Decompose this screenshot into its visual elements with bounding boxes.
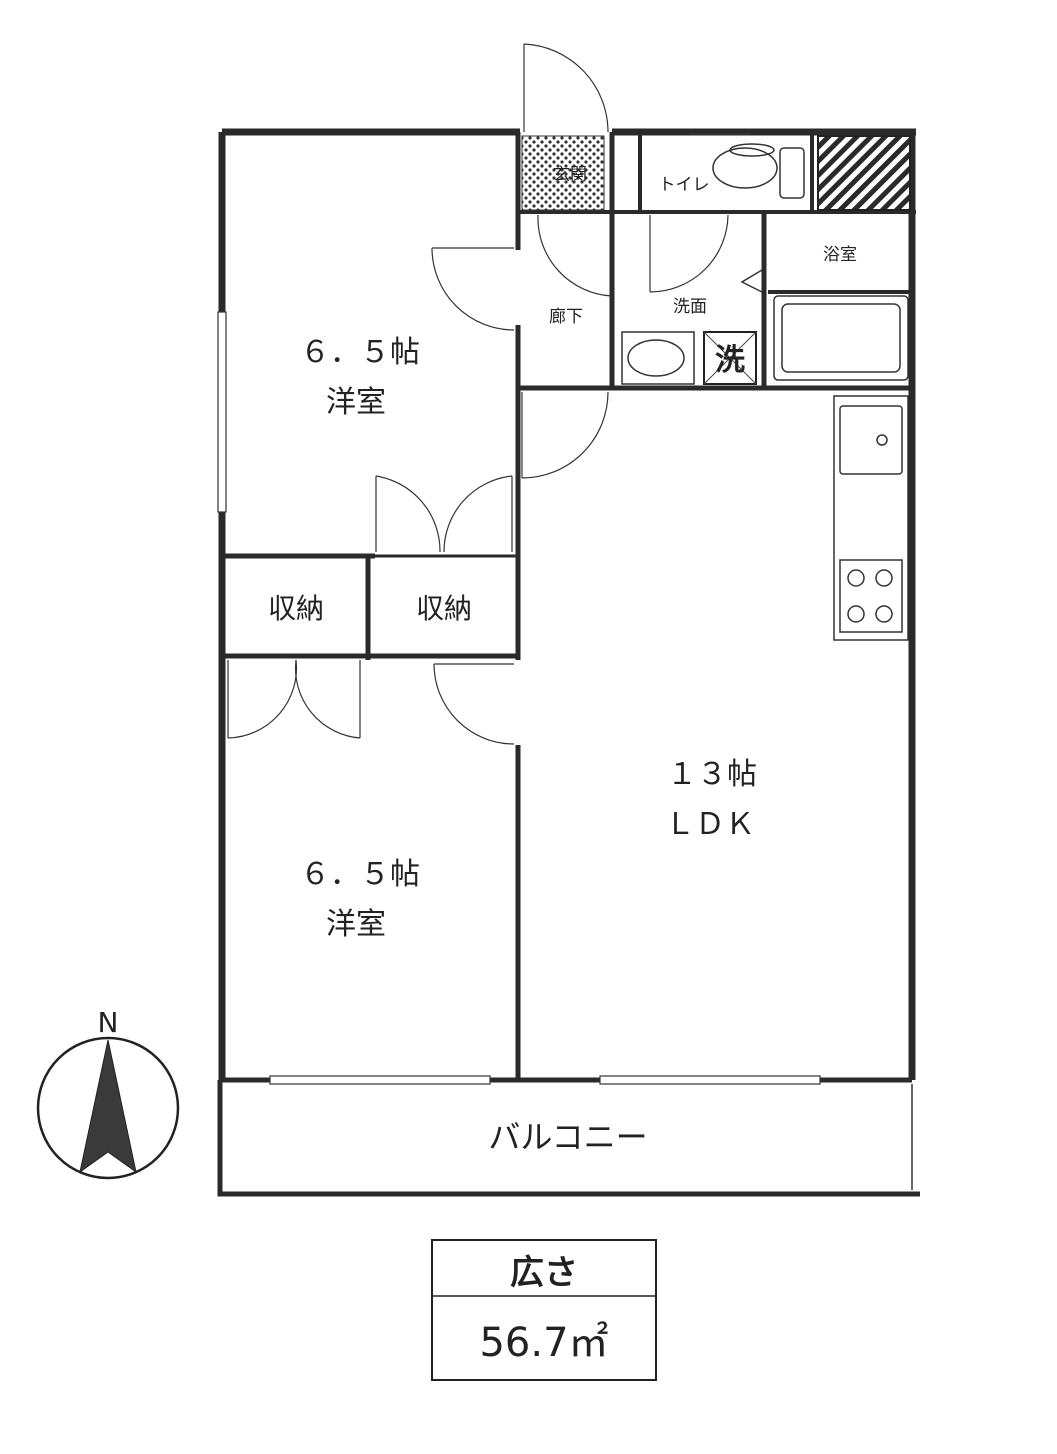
top-room-size: ６．５帖 <box>300 335 420 370</box>
storage-left-label: 収納 <box>268 592 324 625</box>
bathtub <box>773 295 909 381</box>
top-closet-doors[interactable] <box>375 475 513 553</box>
bottom-room-size: ６．５帖 <box>300 857 420 892</box>
top-room-name: 洋室 <box>326 385 386 420</box>
interior-walls <box>222 132 916 1080</box>
entrance-floor <box>521 135 605 211</box>
compass-north-label: N <box>98 1006 119 1039</box>
balcony-label: バルコニー <box>488 1118 647 1156</box>
washroom-label: 洗面 <box>673 297 707 317</box>
bathroom-label: 浴室 <box>823 245 857 265</box>
washer-label: 洗 <box>715 343 745 378</box>
compass: N <box>36 1006 180 1180</box>
top-bedroom-door[interactable] <box>431 247 515 331</box>
bottom-bedroom-door[interactable] <box>433 663 515 745</box>
ldk-size: １３帖 <box>667 757 757 792</box>
ldk-name: ＬＤＫ <box>665 807 755 842</box>
hallway-label: 廊下 <box>549 307 583 327</box>
front-door[interactable] <box>523 43 609 133</box>
balcony <box>217 1080 920 1197</box>
balcony-windows <box>269 1075 821 1085</box>
pipe-shaft <box>817 135 911 211</box>
bottom-closet-doors[interactable] <box>227 659 361 739</box>
entrance-label: 玄関 <box>553 165 587 185</box>
left-window <box>217 311 227 513</box>
storage-right-label: 収納 <box>416 592 472 625</box>
ldk-door[interactable] <box>521 391 609 479</box>
kitchen-counter <box>833 395 909 641</box>
bottom-room-name: 洋室 <box>326 907 386 942</box>
area-title: 広さ <box>510 1253 578 1293</box>
toilet-fixture <box>690 133 805 199</box>
area-value: 56.7㎡ <box>479 1320 608 1366</box>
washroom-fixtures <box>537 214 763 385</box>
toilet-label: トイレ <box>659 175 710 195</box>
area-box <box>431 1239 657 1381</box>
